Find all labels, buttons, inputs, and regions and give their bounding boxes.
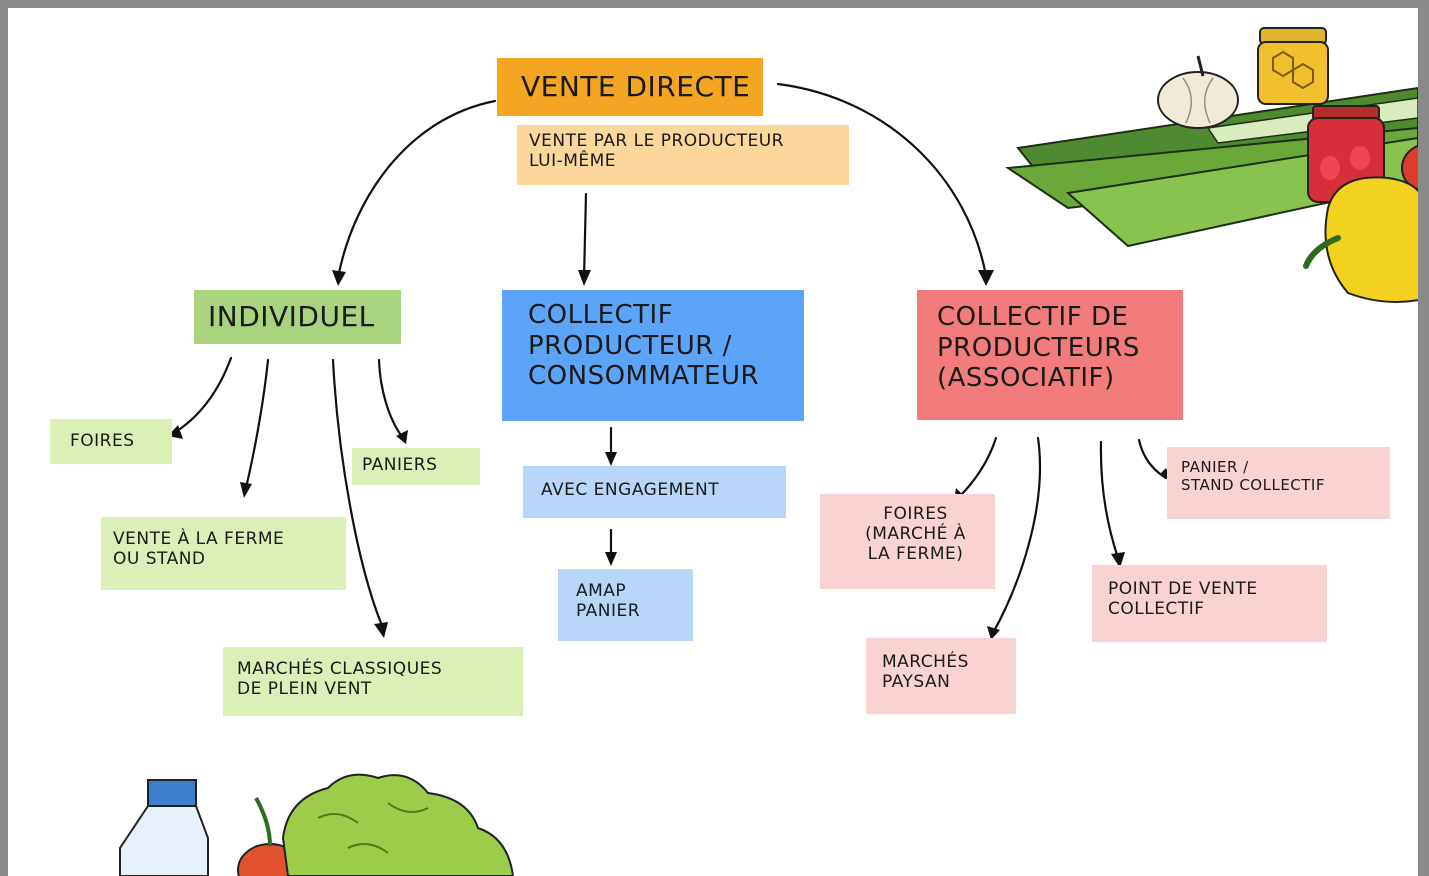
arrow-cp-foires <box>958 436 998 498</box>
node-individuel: INDIVIDUEL <box>194 290 401 344</box>
arrowhead <box>374 622 388 638</box>
root-subtitle: VENTE PAR LE PRODUCTEUR LUI-MÊME <box>517 125 849 185</box>
arrowhead <box>1111 552 1125 568</box>
node-ind-marches-classiques: MARCHÉS CLASSIQUES DE PLEIN VENT <box>223 647 523 716</box>
node-cp-foires: FOIRES (MARCHÉ À LA FERME) <box>820 494 995 589</box>
arrowhead <box>332 270 346 286</box>
arrowhead <box>605 552 617 566</box>
arrowhead <box>987 626 1000 640</box>
node-collectif-producteurs: COLLECTIF DE PRODUCTEURS (ASSOCIATIF) <box>917 290 1183 420</box>
connector-arrows <box>168 82 1172 640</box>
node-ind-vente-ferme: VENTE À LA FERME OU STAND <box>101 517 346 590</box>
node-cpc-amap: AMAP PANIER <box>558 569 693 641</box>
arrow-root-collectif-pc <box>582 192 588 280</box>
node-cp-marches-paysan: MARCHÉS PAYSAN <box>866 638 1016 714</box>
root-node: VENTE DIRECTE <box>497 58 763 116</box>
arrow-root-collectif-p <box>776 82 988 278</box>
node-cpc-engagement: AVEC ENGAGEMENT <box>523 466 786 518</box>
arrow-root-individuel <box>336 99 497 280</box>
diagram-canvas: VENTE DIRECTE VENTE PAR LE PRODUCTEUR LU… <box>8 8 1418 876</box>
arrow-cp-marches <box>991 436 1042 635</box>
arrowhead <box>396 430 408 444</box>
node-cp-panier-stand: PANIER / STAND COLLECTIF <box>1167 447 1390 519</box>
node-ind-paniers: PANIERS <box>352 448 480 485</box>
arrow-cp-point <box>1099 440 1120 560</box>
node-cp-point-vente: POINT DE VENTE COLLECTIF <box>1092 565 1327 642</box>
arrow-ind-foires <box>172 356 233 435</box>
arrow-ind-ferme <box>244 358 270 490</box>
arrowhead <box>978 270 994 286</box>
arrowhead <box>240 482 252 498</box>
arrowhead <box>605 452 617 466</box>
arrowhead <box>578 270 591 286</box>
node-collectif-prod-conso: COLLECTIF PRODUCTEUR / CONSOMMATEUR <box>502 290 804 421</box>
arrow-ind-marches <box>331 358 385 630</box>
node-ind-foires: FOIRES <box>50 419 172 464</box>
arrow-ind-paniers <box>377 358 405 440</box>
